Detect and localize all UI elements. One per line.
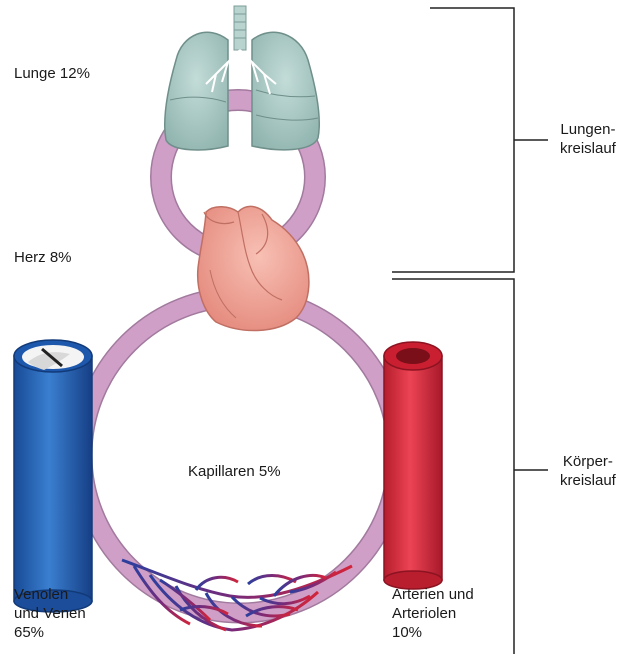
heart-label: Herz 8% [14, 248, 72, 267]
pulmonary-circulation-label: Lungen- kreislauf [560, 120, 616, 158]
pulmonary-bracket [392, 8, 548, 272]
vein-icon [14, 340, 92, 612]
veins-label: Venolen und Venen 65% [14, 585, 86, 642]
arteries-label: Arterien und Arteriolen 10% [392, 585, 474, 642]
capillaries-label: Kapillaren 5% [188, 462, 281, 481]
lung-label: Lunge 12% [14, 64, 90, 83]
trachea [234, 6, 246, 50]
artery-icon [384, 342, 442, 589]
systemic-circulation-label: Körper- kreislauf [560, 452, 616, 490]
